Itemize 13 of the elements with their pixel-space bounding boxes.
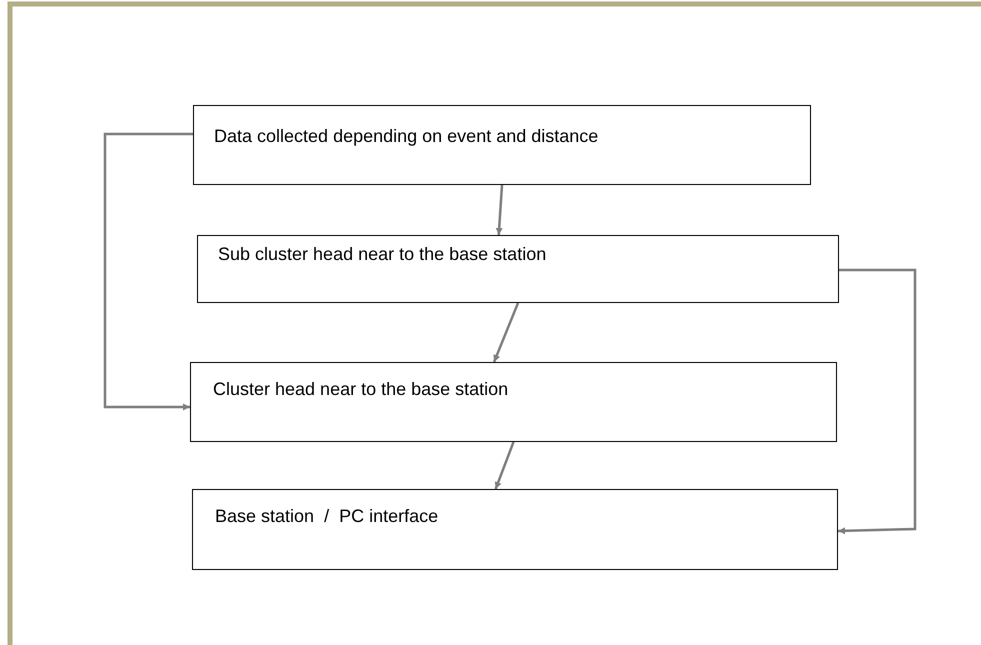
arrow — [496, 184, 504, 236]
process-box — [197, 235, 839, 303]
process-box — [193, 105, 811, 185]
arrow — [104, 132, 193, 410]
process-box — [192, 489, 838, 570]
arrow — [838, 268, 916, 534]
arrow — [494, 442, 515, 490]
box-label: Cluster head near to the base station — [213, 379, 508, 400]
box-label: Sub cluster head near to the base station — [218, 244, 546, 265]
box-label: Data collected depending on event and distance — [214, 126, 598, 147]
arrow — [492, 302, 520, 362]
process-box — [190, 362, 837, 442]
box-label: Base station / PC interface — [215, 506, 438, 527]
